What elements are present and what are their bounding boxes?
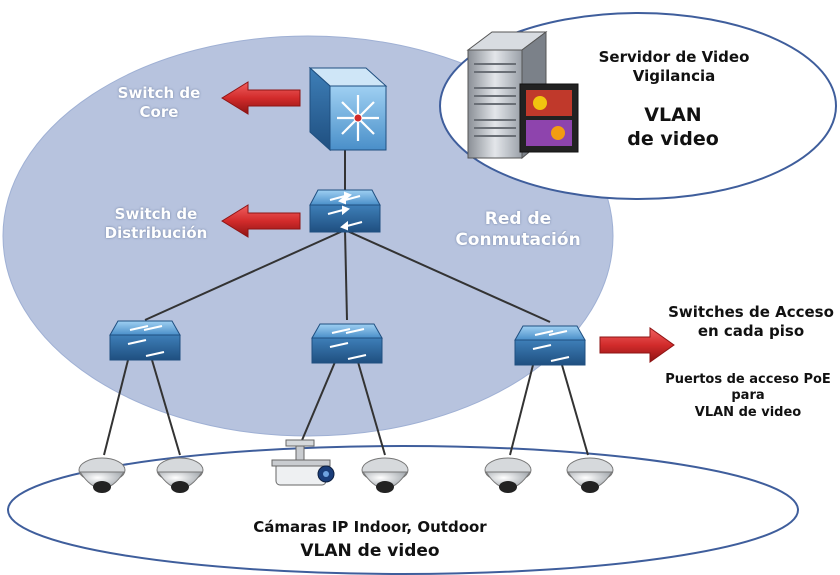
access-switch-icon bbox=[109, 320, 181, 361]
video-server-label: Servidor de Video Vigilancia bbox=[584, 48, 764, 86]
core-switch-label-line2: Core bbox=[139, 102, 179, 121]
access-switch-icon bbox=[311, 323, 383, 364]
server-icon bbox=[466, 31, 579, 160]
access-switches-label-line2: en cada piso bbox=[697, 321, 805, 340]
dome-camera-icon bbox=[78, 457, 126, 493]
distribution-switch-label-line2: Distribución bbox=[104, 223, 208, 242]
dome-camera-icon bbox=[361, 457, 409, 493]
arrow-left-icon bbox=[221, 81, 301, 115]
access-switches-label: Switches de Acceso en cada piso bbox=[665, 303, 837, 341]
switching-network-label-line2: Conmutación bbox=[455, 230, 581, 251]
switching-network-label-line1: Red de bbox=[484, 209, 552, 229]
video-server-label-line2: Vigilancia bbox=[632, 66, 716, 85]
distribution-switch-label: Switch de Distribución bbox=[96, 205, 216, 243]
access-switch-icon bbox=[514, 325, 586, 366]
dome-camera-icon bbox=[566, 457, 614, 493]
dome-camera-icon bbox=[484, 457, 532, 493]
access-switches-label-line1: Switches de Acceso bbox=[668, 303, 834, 321]
cameras-label: Cámaras IP Indoor, Outdoor bbox=[253, 518, 487, 536]
network-links bbox=[103, 140, 589, 456]
arrow-right-icon bbox=[599, 327, 675, 363]
server-vlan-label-line2: de video bbox=[627, 127, 719, 150]
bullet-camera-icon bbox=[271, 439, 335, 486]
poe-ports-label-line2: para bbox=[731, 388, 765, 404]
poe-ports-label: Puertos de acceso PoE para VLAN de video bbox=[662, 372, 834, 421]
switching-network-label: Red de Conmutación bbox=[430, 209, 606, 252]
dome-camera-icon bbox=[156, 457, 204, 493]
poe-ports-label-line1: Puertos de acceso PoE bbox=[665, 372, 831, 387]
core-switch-label-line1: Switch de bbox=[117, 84, 201, 102]
distribution-switch-icon bbox=[309, 189, 381, 233]
cameras-vlan-label: VLAN de video bbox=[300, 541, 440, 561]
server-vlan-label: VLAN de video bbox=[598, 104, 748, 152]
arrow-left-icon bbox=[221, 204, 301, 238]
core-switch-icon bbox=[308, 66, 388, 152]
distribution-switch-label-line1: Switch de bbox=[114, 205, 198, 223]
video-server-label-line1: Servidor de Video bbox=[598, 48, 750, 66]
core-switch-label: Switch de Core bbox=[104, 84, 214, 122]
server-vlan-label-line1: VLAN bbox=[644, 104, 702, 126]
poe-ports-label-line3: VLAN de video bbox=[694, 404, 802, 420]
